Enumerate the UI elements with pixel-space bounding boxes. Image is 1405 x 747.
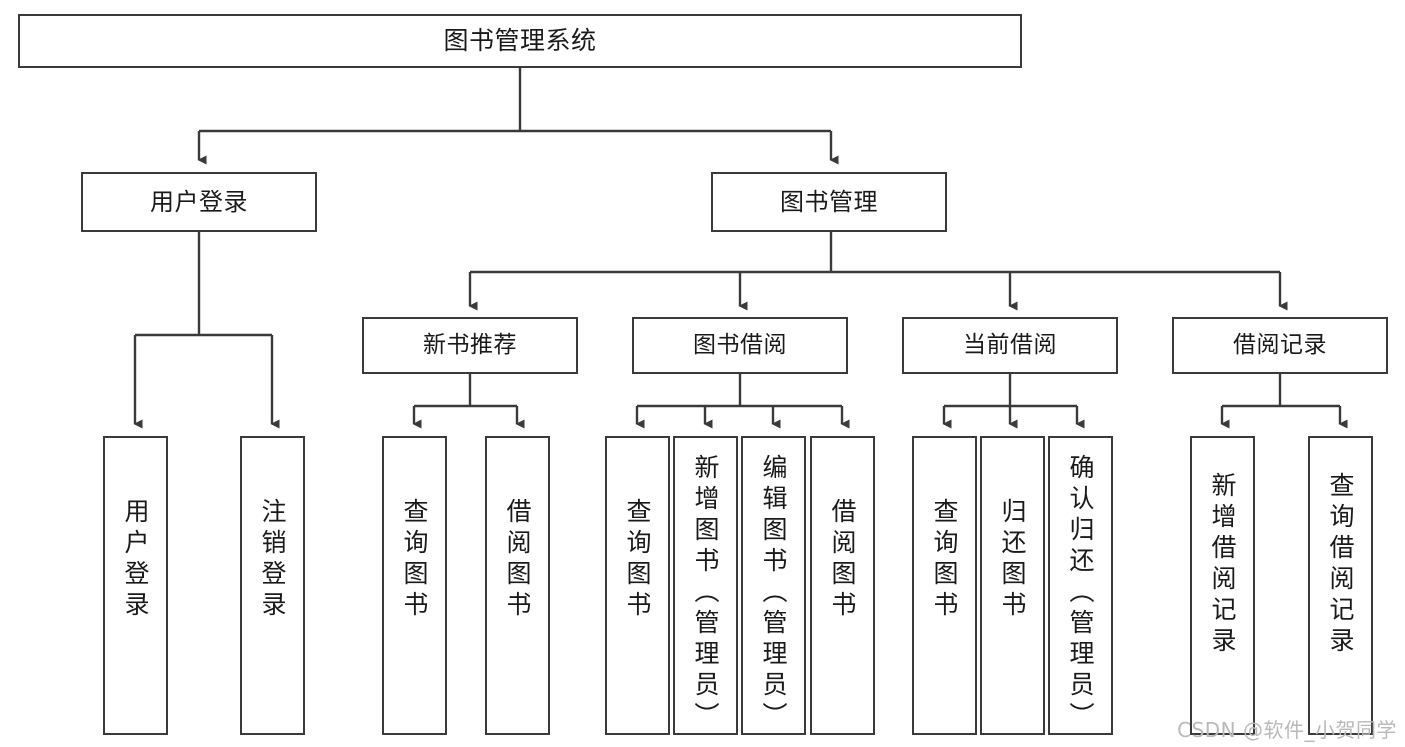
leaf-query-borrow-record[interactable]: 查询借阅记录: [1308, 436, 1373, 735]
node-user-login[interactable]: 用户登录: [81, 172, 317, 232]
node-label: 图书借阅: [693, 331, 787, 358]
leaf-query-book-current[interactable]: 查询图书: [912, 436, 977, 735]
node-label: 注销登录: [258, 498, 287, 622]
node-label: 借阅图书: [828, 498, 857, 622]
node-current-borrow[interactable]: 当前借阅: [902, 317, 1118, 374]
node-label: 查询图书: [930, 498, 959, 622]
node-label: 用户登录: [150, 187, 248, 216]
node-label: 借阅记录: [1233, 331, 1327, 358]
node-label: 查询图书: [400, 498, 429, 622]
node-label: 新书推荐: [423, 331, 517, 358]
leaf-query-book-borrow[interactable]: 查询图书: [605, 436, 670, 735]
node-label: 查询图书: [623, 498, 652, 622]
node-label: 新增图书（管理员）: [691, 454, 720, 733]
node-root-system[interactable]: 图书管理系统: [18, 14, 1022, 68]
node-label: 归还图书: [998, 498, 1027, 622]
node-label: 确认归还（管理员）: [1066, 454, 1095, 733]
leaf-user-login[interactable]: 用户登录: [103, 436, 168, 735]
node-label: 新增借阅记录: [1208, 472, 1237, 658]
node-book-borrow[interactable]: 图书借阅: [632, 317, 848, 374]
node-new-book-recommend[interactable]: 新书推荐: [362, 317, 578, 374]
leaf-confirm-return-admin[interactable]: 确认归还（管理员）: [1048, 436, 1113, 735]
leaf-edit-book-admin[interactable]: 编辑图书（管理员）: [741, 436, 806, 735]
node-label: 用户登录: [121, 498, 150, 622]
node-label: 当前借阅: [963, 331, 1057, 358]
node-book-management[interactable]: 图书管理: [711, 172, 947, 232]
leaf-add-borrow-record[interactable]: 新增借阅记录: [1190, 436, 1255, 735]
node-label: 编辑图书（管理员）: [759, 454, 788, 733]
watermark-text: CSDN @软件_小贺同学: [1177, 718, 1397, 742]
node-borrow-record[interactable]: 借阅记录: [1172, 317, 1388, 374]
leaf-return-book[interactable]: 归还图书: [980, 436, 1045, 735]
leaf-logout[interactable]: 注销登录: [240, 436, 305, 735]
leaf-query-book-recommend[interactable]: 查询图书: [382, 436, 447, 735]
node-label: 图书管理系统: [443, 26, 597, 55]
leaf-borrow-book-recommend[interactable]: 借阅图书: [485, 436, 550, 735]
node-label: 借阅图书: [503, 498, 532, 622]
leaf-borrow-book[interactable]: 借阅图书: [810, 436, 875, 735]
node-label: 图书管理: [780, 187, 878, 216]
node-label: 查询借阅记录: [1326, 472, 1355, 658]
leaf-add-book-admin[interactable]: 新增图书（管理员）: [673, 436, 738, 735]
